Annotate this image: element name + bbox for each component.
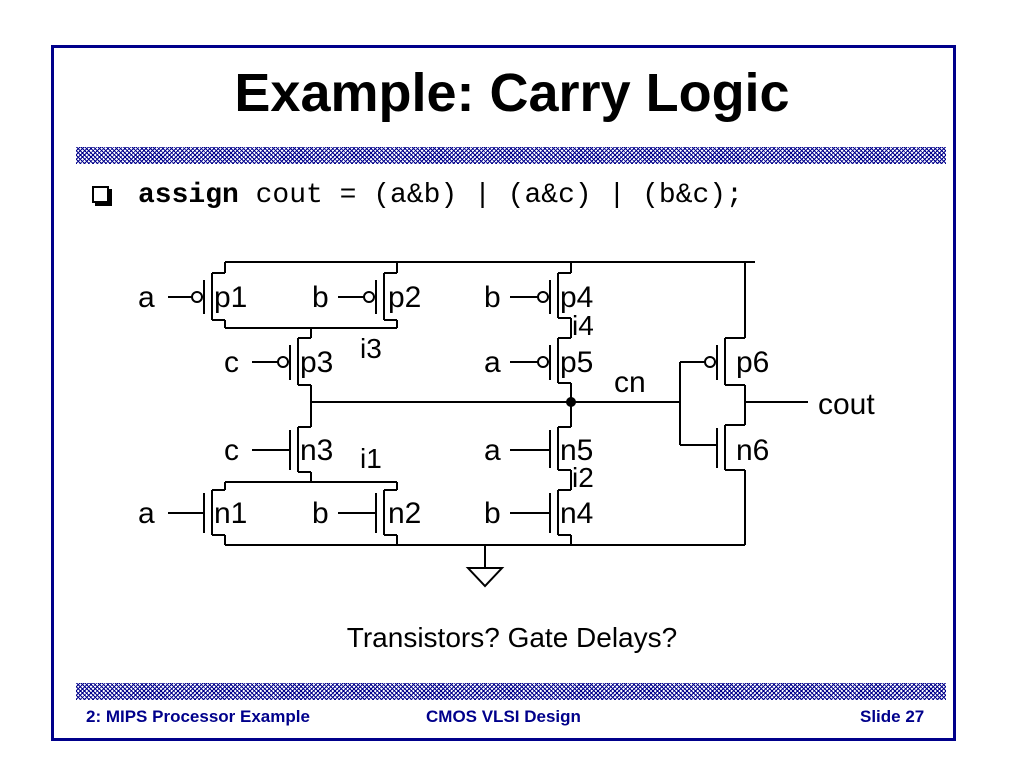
node-label-i3: i3: [360, 333, 382, 364]
input-label-b: b: [484, 281, 501, 314]
transistor-label-p2: p2: [388, 281, 421, 314]
transistor-label-n2: n2: [388, 497, 421, 530]
circuit-wires: [168, 261, 808, 588]
bottom-divider: [76, 683, 946, 700]
node-label-i4: i4: [572, 310, 594, 341]
transistor-label-n4: n4: [560, 497, 593, 530]
cn-junction-dot: [566, 397, 576, 407]
input-label-b: b: [312, 497, 329, 530]
node-label-cn: cn: [614, 366, 646, 399]
transistor-label-n5: n5: [560, 434, 593, 467]
footer-title: CMOS VLSI Design: [426, 707, 581, 726]
code-expression: cout = (a&b) | (a&c) | (b&c);: [238, 180, 743, 211]
transistor-label-n3: n3: [300, 434, 333, 467]
transistor-label-p1: p1: [214, 281, 247, 314]
input-label-a: a: [484, 434, 501, 467]
footer-course: 2: MIPS Processor Example: [86, 707, 310, 726]
slide-frame: [51, 45, 956, 741]
transistor-label-p3: p3: [300, 346, 333, 379]
node-label-i1: i1: [360, 443, 382, 474]
input-label-a: a: [138, 281, 155, 314]
input-label-b: b: [312, 281, 329, 314]
transistor-label-p6: p6: [736, 346, 769, 379]
code-keyword: assign: [138, 180, 239, 211]
bullet-box-icon: [92, 186, 109, 203]
input-label-c: c: [224, 434, 239, 467]
node-label-i2: i2: [572, 462, 594, 493]
transistor-label-n6: n6: [736, 434, 769, 467]
slide-title: Example: Carry Logic: [234, 63, 790, 123]
output-label-cout: cout: [818, 388, 875, 421]
code-line: assign cout = (a&b) | (a&c) | (b&c);: [138, 180, 743, 211]
transistor-label-n1: n1: [214, 497, 247, 530]
input-label-c: c: [224, 346, 239, 379]
transistor-label-p4: p4: [560, 281, 593, 314]
transistor-label-p5: p5: [560, 346, 593, 379]
footer-slide-number: Slide 27: [860, 707, 925, 726]
question-text: Transistors? Gate Delays?: [346, 622, 678, 653]
input-label-a: a: [138, 497, 155, 530]
input-label-a: a: [484, 346, 501, 379]
top-divider: [76, 147, 946, 164]
input-label-b: b: [484, 497, 501, 530]
